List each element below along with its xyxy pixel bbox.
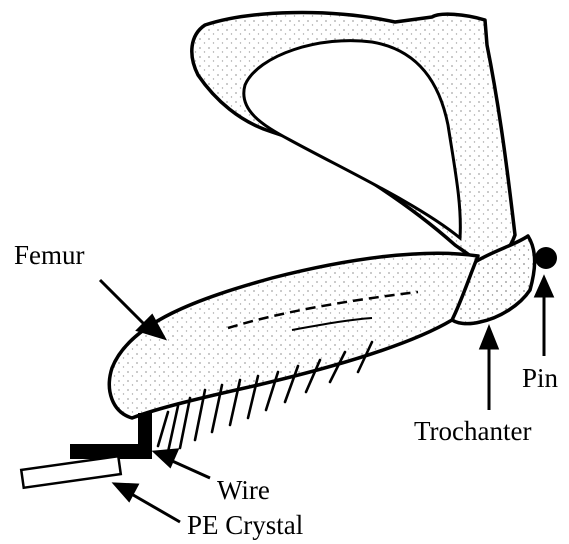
spine [168, 406, 178, 452]
femur-label: Femur [14, 242, 85, 269]
pe-crystal-label: PE Crystal [187, 512, 303, 539]
wire-arrow [155, 450, 210, 478]
pin-dot [535, 247, 557, 269]
femur-segment [109, 253, 478, 418]
pin-label: Pin [522, 365, 558, 392]
wire-label: Wire [217, 477, 270, 504]
pe-crystal-arrow [115, 484, 180, 522]
trochanter-label: Trochanter [414, 418, 531, 445]
trochanter-arrow [481, 328, 497, 410]
spine [180, 398, 190, 448]
pe-crystal [21, 456, 121, 487]
tibia-segment [192, 13, 515, 264]
femur-arrow [100, 280, 164, 338]
wire [70, 413, 152, 459]
pin-arrow [536, 278, 552, 356]
spine [158, 412, 168, 446]
